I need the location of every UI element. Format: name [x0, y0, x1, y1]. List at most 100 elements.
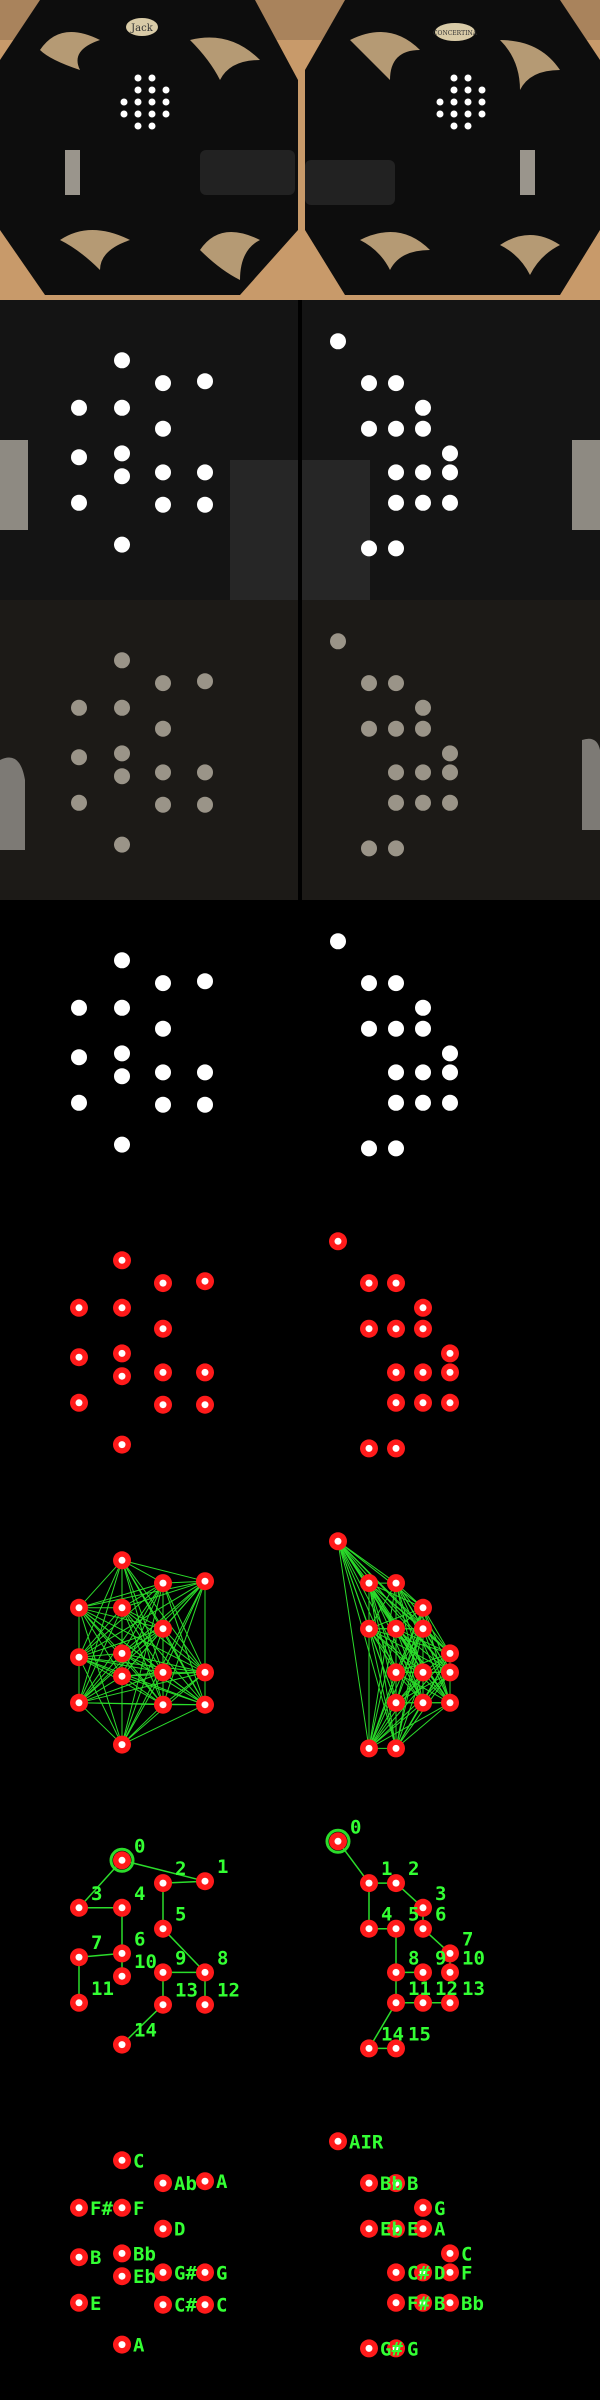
index-label: 3 — [91, 1883, 102, 1905]
button-center — [365, 1879, 373, 1887]
graph-edge — [162, 1582, 206, 1705]
note-label: B — [90, 2247, 101, 2269]
button-center — [392, 1279, 400, 1287]
button-center — [365, 1279, 373, 1287]
detected-panel — [0, 1200, 600, 1500]
button-center — [75, 1953, 83, 1961]
button-dot — [388, 1094, 404, 1111]
graph-edge — [78, 1656, 164, 1673]
button-center — [118, 1856, 126, 1864]
button-center — [446, 2268, 454, 2276]
button-center — [392, 1668, 400, 1676]
photo-button — [120, 110, 128, 118]
graph-edge — [78, 1656, 206, 1706]
button-dot — [114, 352, 130, 369]
button-center — [392, 1325, 400, 1333]
index-label: 13 — [175, 1980, 198, 2002]
button-center — [75, 1699, 83, 1707]
button-center — [118, 1349, 126, 1357]
button-center — [392, 1968, 400, 1976]
button-center — [75, 2299, 83, 2307]
photo-button — [464, 98, 472, 106]
index-label: 7 — [462, 1928, 473, 1950]
button-center — [419, 1904, 427, 1912]
button-dot — [114, 652, 130, 669]
graph-edge — [78, 1560, 123, 1703]
button-dot — [71, 794, 87, 811]
button-center — [419, 1625, 427, 1633]
button-center — [392, 1999, 400, 2007]
button-center — [392, 1399, 400, 1407]
graph-edge — [78, 1628, 164, 1658]
button-center — [392, 2299, 400, 2307]
graph-edge — [368, 1607, 424, 1630]
photo-button — [148, 122, 156, 130]
button-center — [201, 1968, 209, 1976]
button-center — [446, 1968, 454, 1976]
button-dot — [388, 720, 404, 737]
graph-edge — [121, 1653, 164, 1706]
button-dot — [114, 445, 130, 462]
button-dot — [415, 464, 431, 481]
button-dot — [415, 794, 431, 811]
button-dot — [114, 745, 130, 762]
button-center — [118, 1604, 126, 1612]
grayscale-left — [0, 600, 298, 900]
button-dot — [361, 975, 377, 992]
button-dot — [361, 1140, 377, 1157]
button-dot — [71, 399, 87, 416]
detected-right — [302, 1200, 600, 1500]
photo-button — [450, 98, 458, 106]
index-label: 0 — [134, 1835, 145, 1857]
note-label: F — [133, 2198, 144, 2220]
button-center — [446, 2299, 454, 2307]
note-label: B — [434, 2293, 445, 2315]
button-dot — [114, 699, 130, 716]
photo-button — [134, 122, 142, 130]
button-center — [75, 1604, 83, 1612]
photo-button — [134, 86, 142, 94]
button-center — [365, 2225, 373, 2233]
graph-edge — [78, 1628, 164, 1704]
index-label: 9 — [175, 1947, 186, 1969]
button-dot — [197, 764, 213, 781]
note-label: Ab — [174, 2173, 197, 2195]
index-label: 15 — [408, 2023, 431, 2045]
graph-edge — [121, 1628, 164, 1677]
button-center — [392, 1625, 400, 1633]
note-label: C# — [174, 2295, 197, 2317]
index-label: 13 — [462, 1978, 485, 2000]
index-label: 6 — [435, 1904, 446, 1926]
note-label: Bb — [133, 2243, 156, 2265]
graph-edge — [121, 1560, 164, 1673]
button-center — [446, 1649, 454, 1657]
photo-button — [148, 98, 156, 106]
photo-button — [134, 110, 142, 118]
button-center — [118, 2341, 126, 2349]
button-center — [201, 1277, 209, 1285]
graph-edge — [121, 1582, 164, 1745]
note-label: G — [216, 2262, 227, 2284]
index-label: 5 — [408, 1904, 419, 1926]
button-center — [201, 2177, 209, 2185]
button-dot — [415, 699, 431, 716]
index-label: 14 — [381, 2023, 404, 2045]
button-dot — [415, 399, 431, 416]
graph-edge — [368, 1672, 397, 1749]
button-center — [392, 1744, 400, 1752]
grayscale-panel — [0, 600, 600, 900]
button-center — [446, 1349, 454, 1357]
graph-edge — [78, 1607, 123, 1658]
closeup-left — [0, 300, 298, 600]
button-center — [159, 1279, 167, 1287]
graph-edge — [395, 1628, 424, 1703]
index-label: 11 — [91, 1978, 114, 2000]
button-center — [446, 1668, 454, 1676]
graph-edge — [121, 1675, 206, 1706]
button-dot — [388, 540, 404, 557]
photo-panel: Jack CONCERTINA — [0, 0, 600, 300]
button-center — [419, 2299, 427, 2307]
photo-button — [450, 74, 458, 82]
note-label: D — [434, 2262, 445, 2284]
